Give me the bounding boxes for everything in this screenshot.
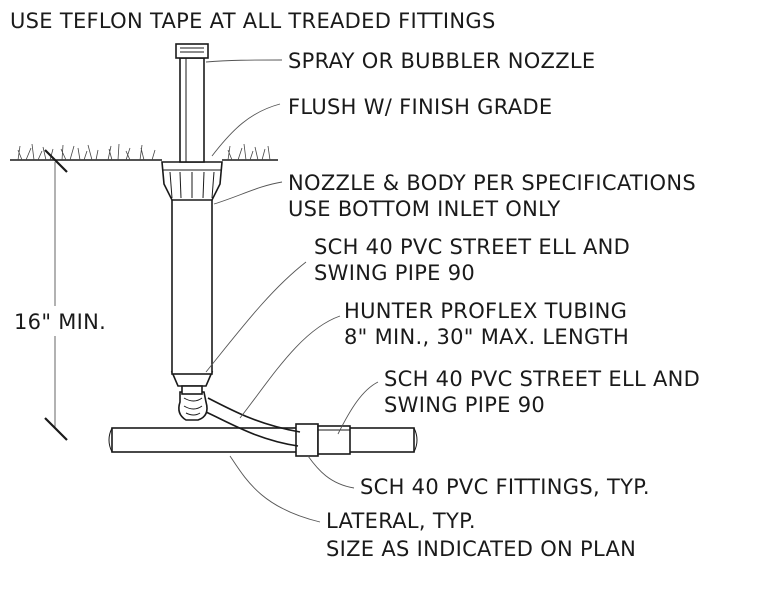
callout-ell-top-line2: SWING PIPE 90 xyxy=(314,261,475,285)
grass-right xyxy=(227,143,271,161)
callout-ell-bottom-line2: SWING PIPE 90 xyxy=(384,393,545,417)
callout-lateral-line1: LATERAL, TYP. xyxy=(326,509,476,533)
callout-body-line2: USE BOTTOM INLET ONLY xyxy=(288,197,560,221)
sprinkler-body xyxy=(161,43,223,395)
grass-left xyxy=(17,143,156,161)
callout-tubing-line1: HUNTER PROFLEX TUBING xyxy=(344,299,627,323)
leader-lines xyxy=(205,59,379,523)
lateral-pipe xyxy=(108,427,418,453)
callout-grade: FLUSH W/ FINISH GRADE xyxy=(288,95,553,119)
callout-ell-bottom-line1: SCH 40 PVC STREET ELL AND xyxy=(384,367,700,391)
proflex-tubing xyxy=(205,397,301,447)
title-note: USE TEFLON TAPE AT ALL TREADED FITTINGS xyxy=(10,9,496,33)
callout-fittings: SCH 40 PVC FITTINGS, TYP. xyxy=(360,475,650,499)
callout-ell-top-line1: SCH 40 PVC STREET ELL AND xyxy=(314,235,630,259)
callout-tubing-line2: 8" MIN., 30" MAX. LENGTH xyxy=(344,325,629,349)
pvc-fitting xyxy=(295,423,351,457)
dimension-label: 16" MIN. xyxy=(14,310,106,334)
callout-lateral-line2: SIZE AS INDICATED ON PLAN xyxy=(326,537,636,561)
street-ell xyxy=(178,391,208,421)
depth-dimension: 16" MIN. xyxy=(10,149,118,441)
callout-nozzle: SPRAY OR BUBBLER NOZZLE xyxy=(288,49,595,73)
callout-body-line1: NOZZLE & BODY PER SPECIFICATIONS xyxy=(288,171,696,195)
finish-grade xyxy=(10,143,278,161)
